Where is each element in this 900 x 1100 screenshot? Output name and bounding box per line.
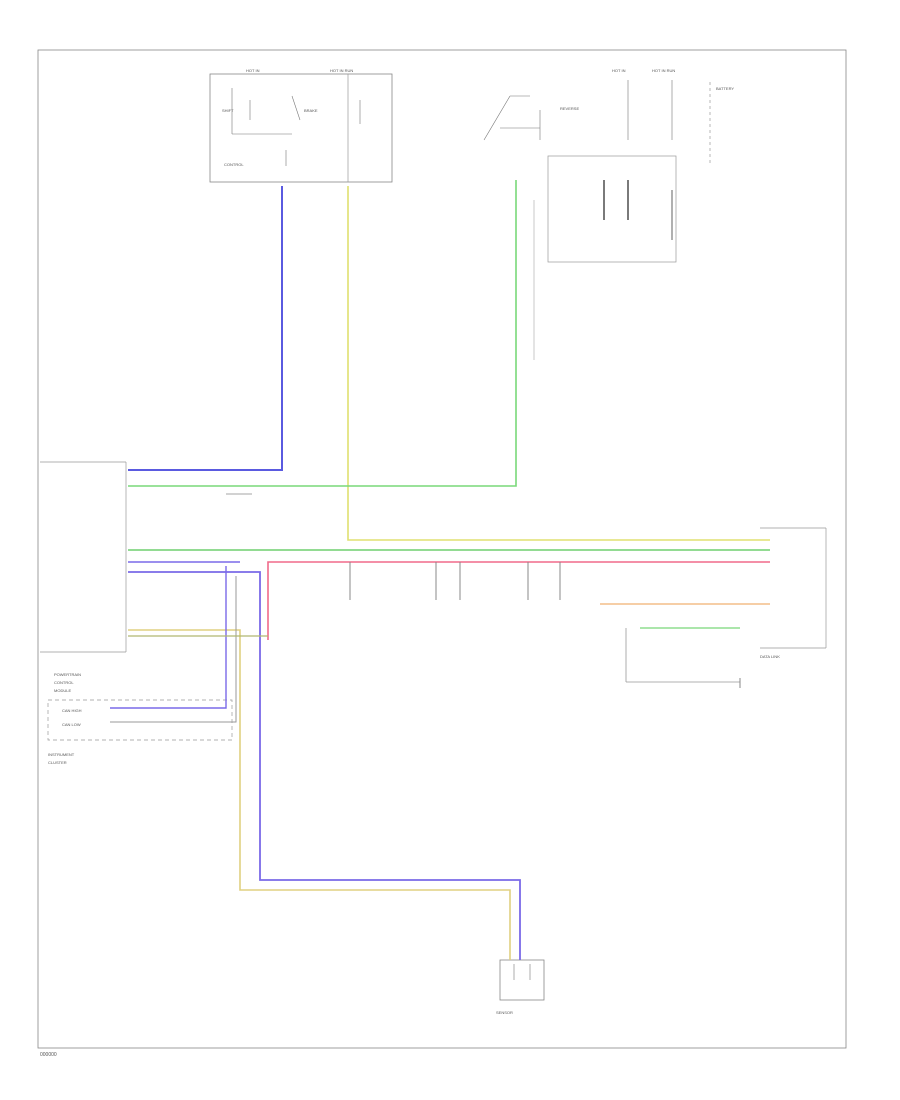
wire-tan-down [128, 629, 511, 960]
wire-violet-cluster [110, 566, 227, 709]
svg-text:REVERSE: REVERSE [560, 106, 579, 111]
bus-drop-wires [349, 562, 740, 683]
wire-yellow-top [347, 186, 770, 541]
wire-blue-top [128, 186, 283, 471]
wire-green-right [128, 180, 517, 487]
wire-gray-cluster [110, 576, 237, 723]
bottom-sensor: SENSOR [496, 959, 545, 1015]
svg-text:CONTROL: CONTROL [224, 162, 244, 167]
instrument-cluster: CAN HIGH CAN LOW INSTRUMENT CLUSTER [47, 699, 233, 765]
ground-symbols [226, 493, 741, 688]
page-label: 000000 [40, 1052, 57, 1058]
wire-violet-down [128, 571, 521, 960]
svg-text:INSTRUMENT: INSTRUMENT [48, 752, 75, 757]
svg-text:DATA LINK: DATA LINK [760, 654, 780, 659]
svg-text:CONTROL: CONTROL [54, 680, 74, 685]
svg-text:CAN HIGH: CAN HIGH [62, 708, 82, 713]
top-left-switch-block: SHIFT BRAKE CONTROL HOT IN HOT IN RUN [209, 68, 393, 183]
svg-text:BATTERY: BATTERY [716, 86, 734, 91]
svg-text:POWERTRAIN: POWERTRAIN [54, 672, 81, 677]
svg-text:BRAKE: BRAKE [304, 108, 318, 113]
svg-text:HOT IN RUN: HOT IN RUN [330, 68, 353, 73]
svg-text:SHIFT: SHIFT [222, 108, 234, 113]
svg-text:HOT IN RUN: HOT IN RUN [652, 68, 675, 73]
right-connector-module: DATA LINK [760, 527, 827, 659]
svg-text:SENSOR: SENSOR [496, 1010, 513, 1015]
svg-text:MODULE: MODULE [54, 688, 71, 693]
top-right-switch-block: REVERSE HOT IN HOT IN RUN BATTERY [483, 68, 734, 263]
diagram-frame [37, 49, 847, 1049]
svg-text:CAN LOW: CAN LOW [62, 722, 81, 727]
svg-text:HOT IN: HOT IN [246, 68, 260, 73]
svg-text:HOT IN: HOT IN [612, 68, 626, 73]
wire-pink-bus [267, 561, 770, 640]
left-control-module: POWERTRAIN CONTROL MODULE [40, 461, 127, 693]
svg-text:CLUSTER: CLUSTER [48, 760, 67, 765]
